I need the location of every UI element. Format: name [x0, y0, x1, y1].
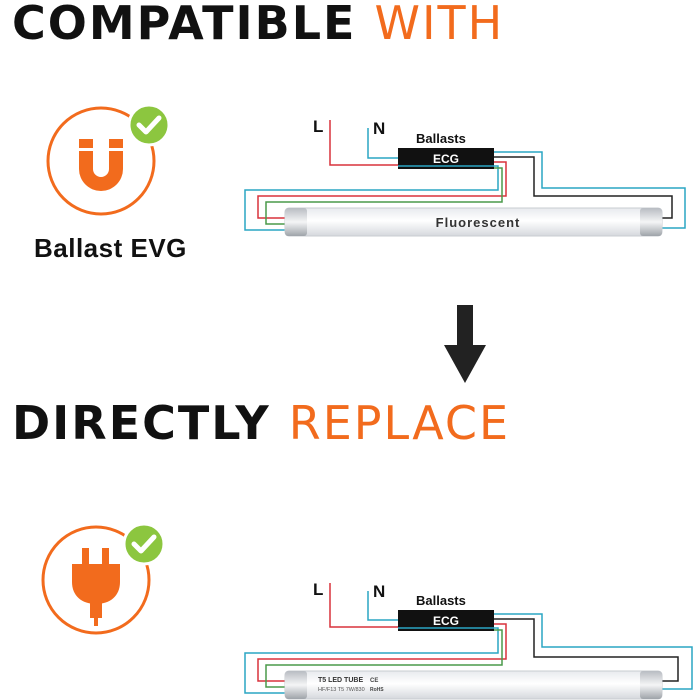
tube-right-cap — [640, 208, 662, 236]
heading-accent-word: WITH — [374, 0, 505, 50]
ballasts-label: Ballasts — [416, 131, 466, 146]
heading-accent-word: REPLACE — [288, 396, 511, 450]
ecg-ballast-box — [398, 610, 494, 631]
led-tube-label: T5 LED TUBE — [318, 677, 363, 684]
heading-dark-word: DIRECTLY — [12, 396, 271, 450]
live-label: L — [313, 580, 323, 599]
neutral-label: N — [373, 582, 385, 601]
led-tube — [284, 670, 663, 700]
ecg-label: ECG — [433, 614, 459, 628]
heading-dark-word: COMPATIBLE — [12, 0, 357, 50]
left-green-wire — [265, 629, 503, 688]
live-wire — [329, 583, 398, 628]
check-icon — [122, 522, 166, 566]
check-icon — [127, 103, 171, 147]
ballast-evg-label: Ballast EVG — [34, 233, 187, 263]
compatible-with-heading: COMPATIBLE WITH — [12, 0, 504, 46]
plug-badge — [41, 522, 166, 635]
badge-circle — [46, 106, 156, 216]
plug-icon — [72, 548, 120, 626]
tube-left-cap — [285, 671, 307, 699]
ecg-label: ECG — [433, 152, 459, 166]
neutral-wire — [367, 591, 398, 621]
led-tube-spec: HF/F13 T5 7W/830 — [318, 687, 365, 693]
neutral-label: N — [373, 119, 385, 138]
left-red-wire — [257, 623, 507, 682]
live-label: L — [313, 117, 323, 136]
left-red-wire — [257, 161, 507, 219]
arrow-down-icon — [444, 305, 486, 383]
left-blue-wire — [244, 165, 499, 231]
right-blue-wire — [494, 613, 693, 690]
ballast-badge — [46, 103, 171, 216]
ballasts-label: Ballasts — [416, 593, 466, 608]
neutral-wire — [367, 128, 398, 159]
rohs-mark: RoHS — [370, 687, 384, 693]
live-wire — [329, 120, 398, 166]
right-black-wire — [494, 156, 673, 219]
left-blue-wire — [244, 627, 499, 694]
fluorescent-wiring-diagram: L N Ballasts ECG Fluorescent — [244, 117, 686, 237]
ce-mark: CE — [370, 678, 378, 684]
right-blue-wire — [494, 151, 686, 229]
directly-replace-heading: DIRECTLY REPLACE — [12, 400, 510, 446]
tube-right-cap — [640, 671, 662, 699]
led-tube-wiring-diagram: L N Ballasts ECG T5 LED TUBE HF/F13 T5 7… — [244, 580, 693, 700]
u-magnet-icon — [79, 139, 123, 191]
ecg-ballast-box — [398, 148, 494, 169]
tube-label: Fluorescent — [436, 215, 521, 230]
left-green-wire — [265, 167, 503, 225]
tube-left-cap — [285, 208, 307, 236]
right-black-wire — [494, 618, 679, 682]
